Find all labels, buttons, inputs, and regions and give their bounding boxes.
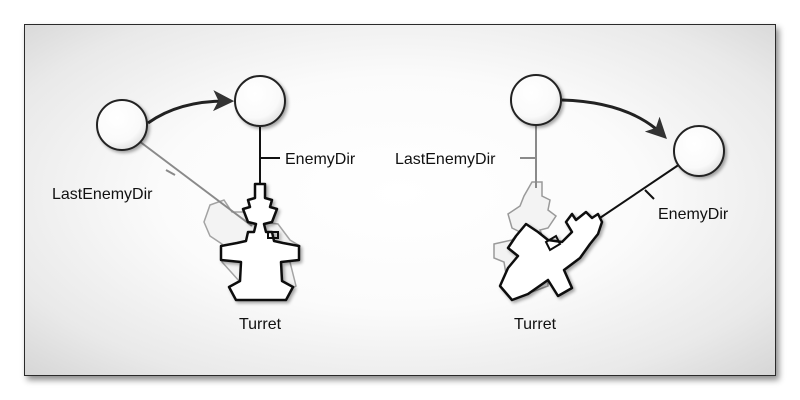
left-scenario: LastEnemyDir EnemyDir Turret [52,75,356,333]
left-last-enemy-node [96,99,148,151]
right-last-enemy-dir-label: LastEnemyDir [395,151,496,168]
right-enemy-dir-tick [644,189,655,200]
right-scenario: LastEnemyDir EnemyDir Turret [395,74,729,333]
left-last-enemy-dir-tick [165,169,176,176]
right-enemy-dir-label: EnemyDir [658,206,729,223]
right-last-enemy-node [510,74,562,126]
right-turret-label: Turret [514,316,557,333]
left-last-enemy-dir-label: LastEnemyDir [52,186,153,203]
left-turret-label: Turret [239,316,282,333]
right-turret-icon [498,210,604,302]
right-rotation-arrow [561,98,667,139]
figure-frame [24,24,776,376]
left-rotation-arrow [147,90,235,125]
left-enemy-node [234,75,286,127]
right-enemy-dir-line [587,163,681,227]
left-last-enemy-dir-line [138,140,253,227]
left-turret-icon [219,182,301,302]
right-enemy-node [673,125,725,177]
left-enemy-dir-label: EnemyDir [285,151,356,168]
